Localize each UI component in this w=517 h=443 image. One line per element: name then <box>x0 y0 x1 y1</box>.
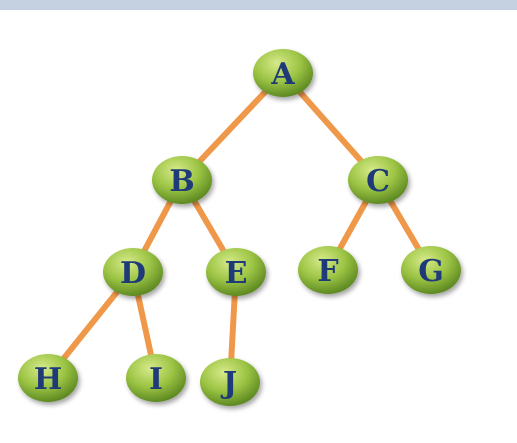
tree-node-d: D <box>103 248 163 296</box>
node-label: F <box>317 254 338 289</box>
tree-node-e: E <box>206 248 266 296</box>
node-label: H <box>34 362 62 397</box>
tree-node-b: B <box>152 156 212 204</box>
node-label: I <box>149 362 163 397</box>
node-label: J <box>220 366 237 401</box>
node-label: D <box>120 256 146 291</box>
node-shape <box>152 156 212 204</box>
top-band <box>0 0 517 10</box>
tree-node-f: F <box>298 246 358 294</box>
node-label: B <box>169 164 194 199</box>
node-label: A <box>270 57 295 92</box>
node-shape <box>18 354 78 402</box>
tree-node-j: J <box>200 358 260 406</box>
tree-node-c: C <box>348 156 408 204</box>
node-label: E <box>225 256 248 291</box>
node-shape <box>206 248 266 296</box>
node-label: G <box>418 254 444 289</box>
tree-node-h: H <box>18 354 78 402</box>
node-shape <box>200 358 260 406</box>
node-shape <box>253 49 313 97</box>
tree-node-i: I <box>126 354 186 402</box>
node-shape <box>103 248 163 296</box>
tree-node-g: G <box>401 246 461 294</box>
tree-node-a: A <box>253 49 313 97</box>
node-shape <box>348 156 408 204</box>
node-shape <box>126 354 186 402</box>
node-shape <box>298 246 358 294</box>
node-label: C <box>366 164 390 199</box>
node-shape <box>401 246 461 294</box>
tree-edges <box>45 70 434 385</box>
tree-nodes: A B C D E F G <box>18 49 461 406</box>
